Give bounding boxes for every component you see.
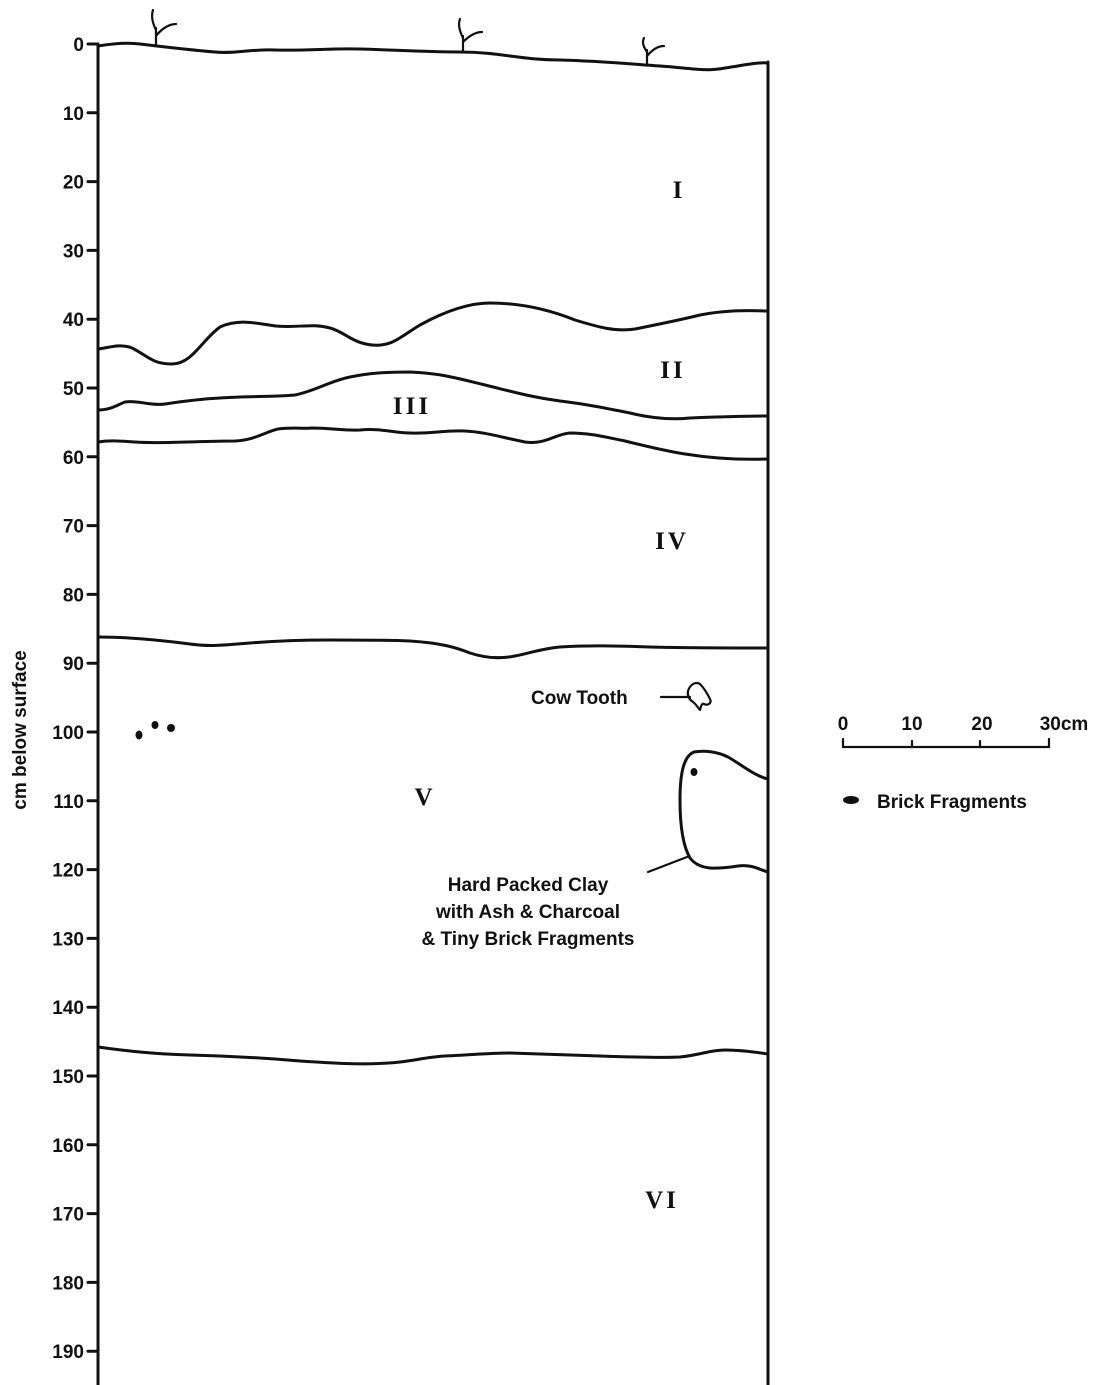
depth-tick-label: 60 [63, 448, 84, 469]
legend-brick-label: Brick Fragments [877, 792, 1027, 813]
brick-fragment [135, 730, 143, 740]
depth-tick-label: 90 [63, 654, 84, 675]
clay-label-line1: Hard Packed Clay [448, 875, 609, 896]
ground-surface-line [96, 41, 770, 72]
clay-feature-leader [646, 855, 689, 874]
clay-feature-outline [678, 749, 770, 874]
depth-tick-label: 180 [52, 1273, 84, 1294]
clay-label-line3: & Tiny Brick Fragments [422, 929, 635, 950]
depth-tick-label: 10 [63, 104, 84, 125]
depth-tick-label: 30 [63, 241, 84, 262]
scale-bar: 0 10 20 30cm [838, 714, 1089, 749]
scale-label: 30cm [1040, 714, 1089, 735]
depth-tick-label: 150 [52, 1067, 84, 1088]
depth-tick-label: 130 [52, 929, 84, 950]
layer-label-II: II [660, 357, 685, 384]
boundary-I-II [96, 301, 770, 366]
depth-tick-label: 140 [52, 998, 84, 1019]
depth-ticks: 0 10 20 30 40 50 60 70 80 90 100 110 120 130 140 150 160… [52, 35, 100, 1363]
depth-tick-label: 160 [52, 1136, 84, 1157]
plant-sprig-icon [641, 36, 666, 66]
clay-label-line2: with Ash & Charcoal [435, 902, 620, 923]
boundary-II-III [96, 370, 770, 421]
brick-fragment-legend-icon [843, 796, 859, 804]
cow-tooth-icon [686, 681, 712, 712]
depth-tick-label: 110 [53, 792, 84, 813]
depth-tick-label: 100 [52, 723, 84, 744]
legend: Brick Fragments [843, 792, 1027, 813]
depth-tick-label: 80 [63, 585, 84, 606]
layer-label-IV: IV [655, 528, 689, 555]
scale-label: 0 [838, 714, 849, 735]
cow-tooth-label: Cow Tooth [531, 688, 628, 709]
boundary-IV-V [96, 635, 770, 660]
depth-axis-label: cm below surface [10, 650, 31, 809]
boundary-V-VI [96, 1045, 770, 1066]
scale-label: 20 [971, 714, 992, 735]
layer-label-III: III [393, 393, 431, 420]
brick-fragment [151, 721, 159, 729]
layer-label-V: V [414, 784, 435, 811]
brick-fragment [690, 768, 698, 776]
plant-sprig-icon [150, 8, 178, 48]
depth-tick-label: 40 [63, 310, 84, 331]
depth-tick-label: 170 [52, 1205, 84, 1226]
depth-tick-label: 120 [52, 861, 84, 882]
brick-fragment [167, 724, 175, 732]
depth-tick-label: 50 [63, 379, 84, 400]
scale-label: 10 [901, 714, 922, 735]
boundary-III-IV [96, 426, 770, 461]
depth-tick-label: 0 [73, 35, 84, 56]
depth-tick-label: 70 [63, 517, 84, 538]
layer-label-VI: VI [645, 1187, 679, 1214]
plant-sprig-icon [457, 17, 484, 54]
depth-tick-label: 20 [63, 173, 84, 194]
layer-label-I: I [673, 177, 686, 204]
depth-tick-label: 190 [52, 1342, 84, 1363]
